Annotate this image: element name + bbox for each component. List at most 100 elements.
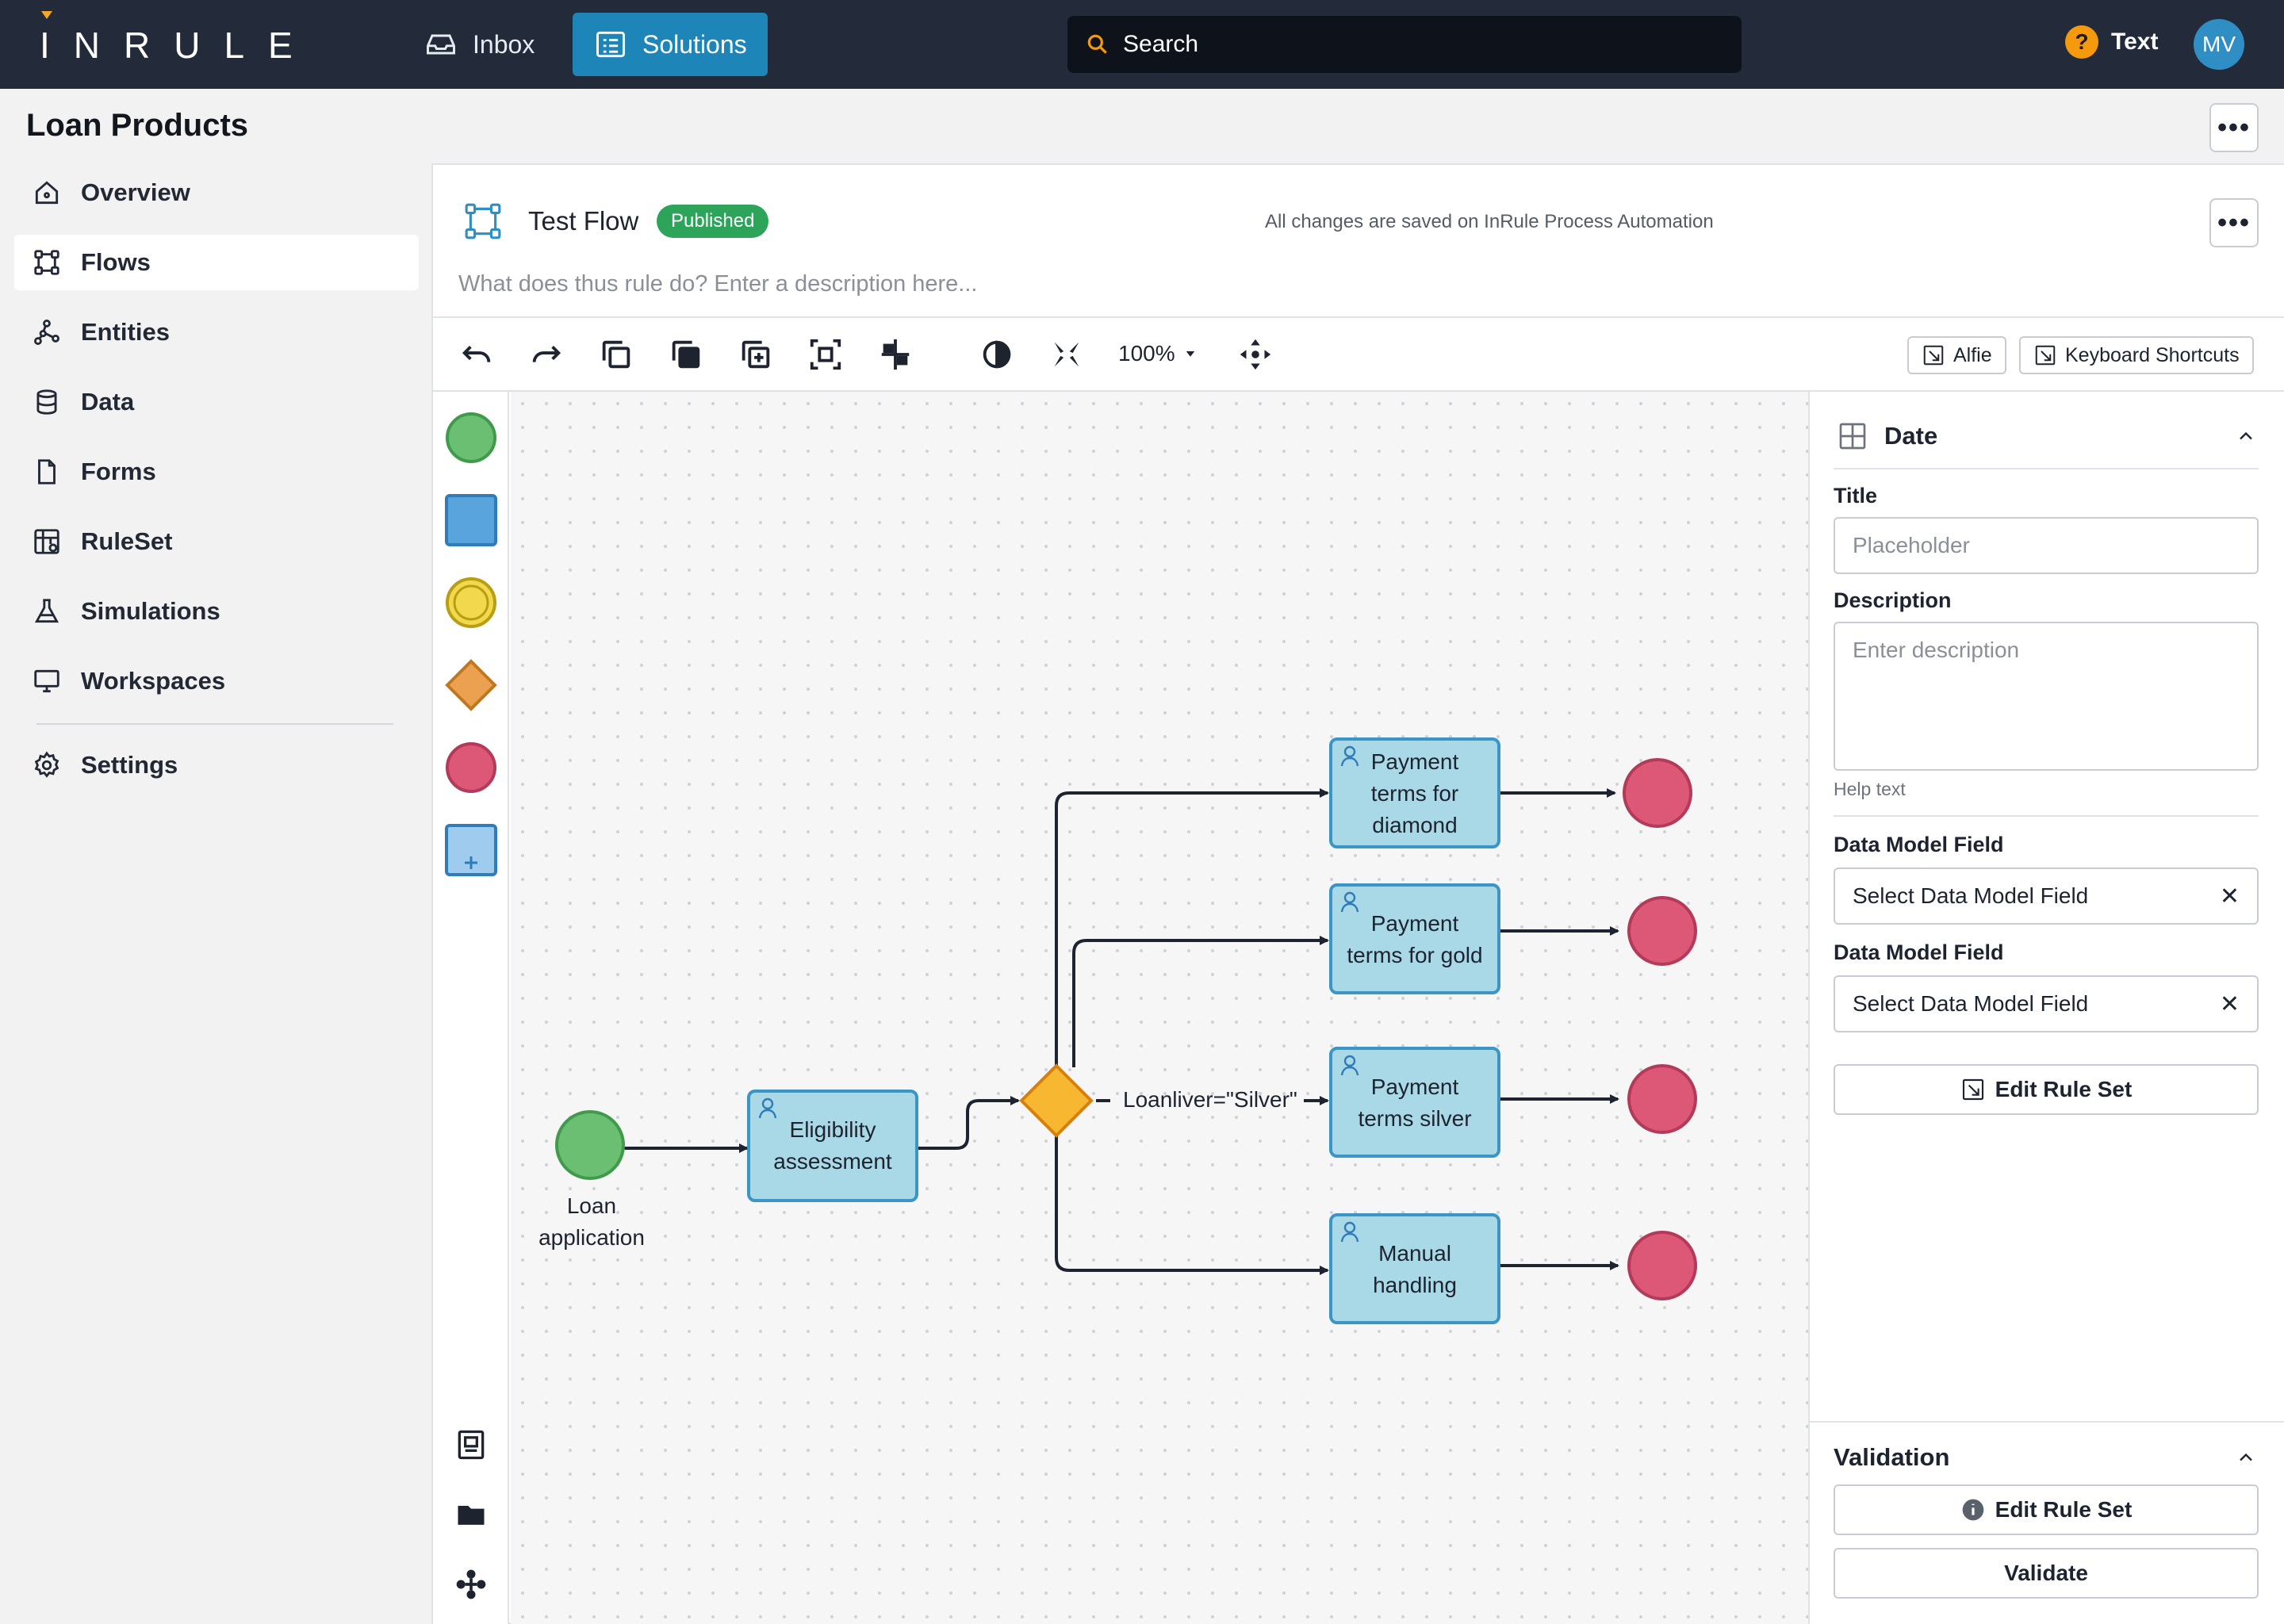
flow-canvas[interactable] xyxy=(511,392,1808,1624)
data-model-value: Select Data Model Field xyxy=(1853,991,2089,1016)
align-icon[interactable] xyxy=(877,336,914,373)
document-icon xyxy=(38,459,56,485)
sidebar-item-label: RuleSet xyxy=(81,527,173,555)
sidebar-item-workspaces[interactable]: Workspaces xyxy=(14,653,419,709)
clear-icon[interactable]: ✕ xyxy=(2219,990,2240,1017)
sidebar-item-entities[interactable]: Entities xyxy=(14,304,419,360)
avatar[interactable]: MV xyxy=(2194,19,2244,70)
sidebar-item-ruleset[interactable]: RuleSet xyxy=(14,514,419,569)
inbox-icon xyxy=(427,34,455,55)
select-all-icon[interactable] xyxy=(807,336,844,373)
validation-title: Validation xyxy=(1834,1443,1950,1471)
search-placeholder: Search xyxy=(1123,31,1199,57)
page-title: Loan Products xyxy=(26,108,249,143)
sidebar-item-label: Data xyxy=(81,388,135,416)
clear-icon[interactable]: ✕ xyxy=(2219,883,2240,910)
help-label[interactable]: Text xyxy=(2111,29,2159,55)
keyboard-shortcuts-button[interactable]: Keyboard Shortcuts xyxy=(2019,336,2254,374)
title-placeholder: Placeholder xyxy=(1853,533,1970,557)
header-divider xyxy=(433,316,2284,318)
flows-icon xyxy=(34,250,59,275)
sidebar-item-label: Flows xyxy=(81,248,151,276)
copy-icon[interactable] xyxy=(598,336,634,373)
contrast-icon[interactable] xyxy=(979,336,1015,373)
info-icon xyxy=(1962,1499,1983,1521)
gear-icon xyxy=(34,751,59,778)
validation-edit-rule-set-label: Edit Rule Set xyxy=(1995,1497,2133,1522)
sidebar-item-flows[interactable]: Flows xyxy=(14,235,419,290)
duplicate-icon[interactable] xyxy=(738,336,774,373)
validation-edit-rule-set-button[interactable]: Edit Rule Set xyxy=(1834,1484,2259,1535)
inbox-label: Inbox xyxy=(473,29,535,59)
sidebar-item-label: Simulations xyxy=(81,597,220,625)
database-icon xyxy=(36,389,57,415)
chevron-up-icon[interactable] xyxy=(2235,425,2257,447)
undo-icon[interactable] xyxy=(458,336,495,373)
validate-label: Validate xyxy=(2004,1561,2088,1585)
redo-icon[interactable] xyxy=(528,336,565,373)
inbox-nav-button[interactable]: Inbox xyxy=(403,13,555,76)
section-divider xyxy=(1834,468,2259,469)
home-icon xyxy=(35,181,59,205)
sidebar-item-label: Entities xyxy=(81,318,170,346)
app-logo[interactable]: INRULE xyxy=(40,25,316,66)
zoom-select[interactable]: 100% xyxy=(1118,341,1198,366)
search-input[interactable]: Search xyxy=(1067,16,1742,73)
validate-button[interactable]: Validate xyxy=(1834,1548,2259,1599)
validation-divider xyxy=(1808,1421,2284,1423)
title-label: Title xyxy=(1834,484,1878,508)
project-more-button[interactable]: ••• xyxy=(2209,103,2259,152)
data-model-select[interactable]: Select Data Model Field ✕ xyxy=(1834,868,2259,925)
top-bar: INRULE Inbox Solutions Search ? Text MV xyxy=(0,0,2284,89)
data-model-label: Data Model Field xyxy=(1834,940,2004,964)
task-tool[interactable] xyxy=(444,493,498,547)
help-icon[interactable]: ? xyxy=(2065,25,2098,59)
paste-icon[interactable] xyxy=(668,336,704,373)
solutions-label: Solutions xyxy=(642,29,747,59)
flow-title[interactable]: Test Flow xyxy=(528,206,639,236)
solutions-nav-button[interactable]: Solutions xyxy=(573,13,768,76)
data-model-label: Data Model Field xyxy=(1834,833,2004,856)
status-badge: Published xyxy=(657,205,769,238)
properties-section-title: Date xyxy=(1884,422,1938,450)
data-model-select[interactable]: Select Data Model Field ✕ xyxy=(1834,975,2259,1032)
sidebar-item-forms[interactable]: Forms xyxy=(14,444,419,500)
chevron-up-icon[interactable] xyxy=(2235,1446,2257,1469)
data-model-value: Select Data Model Field xyxy=(1853,883,2089,908)
sidebar-item-label: Workspaces xyxy=(81,667,226,695)
sidebar-divider xyxy=(36,723,393,725)
description-field[interactable]: Enter description xyxy=(1834,622,2259,771)
gateway-tool[interactable] xyxy=(444,658,498,712)
connect-icon[interactable] xyxy=(454,1567,489,1602)
pan-icon[interactable] xyxy=(1237,336,1274,373)
entities-icon xyxy=(34,320,59,345)
section-divider xyxy=(1834,815,2259,817)
help-text: Help text xyxy=(1834,779,1906,799)
flask-icon xyxy=(34,599,59,623)
alfie-button[interactable]: Alfie xyxy=(1907,336,2006,374)
fit-screen-icon[interactable] xyxy=(1048,336,1085,373)
folder-icon[interactable] xyxy=(454,1497,489,1532)
search-icon xyxy=(1087,34,1107,54)
alfie-label: Alfie xyxy=(1953,343,1992,366)
monitor-icon xyxy=(34,669,59,693)
title-field[interactable]: Placeholder xyxy=(1834,517,2259,574)
zoom-value: 100% xyxy=(1118,341,1175,366)
flow-more-button[interactable]: ••• xyxy=(2209,198,2259,247)
intermediate-event-tool[interactable] xyxy=(444,576,498,630)
description-placeholder: Enter description xyxy=(1853,638,2020,662)
solutions-icon xyxy=(596,31,625,58)
sidebar-item-label: Settings xyxy=(81,751,178,779)
sidebar-item-data[interactable]: Data xyxy=(14,374,419,430)
subprocess-tool[interactable] xyxy=(444,823,498,877)
data-object-icon[interactable] xyxy=(454,1427,489,1462)
logo-accent-mark xyxy=(41,11,52,19)
flow-description-input[interactable]: What does thus rule do? Enter a descript… xyxy=(458,271,978,297)
sidebar-item-settings[interactable]: Settings xyxy=(14,737,419,793)
end-event-tool[interactable] xyxy=(444,741,498,795)
keyboard-shortcuts-label: Keyboard Shortcuts xyxy=(2065,343,2240,366)
sidebar-item-overview[interactable]: Overview xyxy=(14,165,419,220)
start-event-tool[interactable] xyxy=(444,411,498,465)
sidebar-item-simulations[interactable]: Simulations xyxy=(14,584,419,639)
edit-rule-set-button[interactable]: Edit Rule Set xyxy=(1834,1064,2259,1115)
